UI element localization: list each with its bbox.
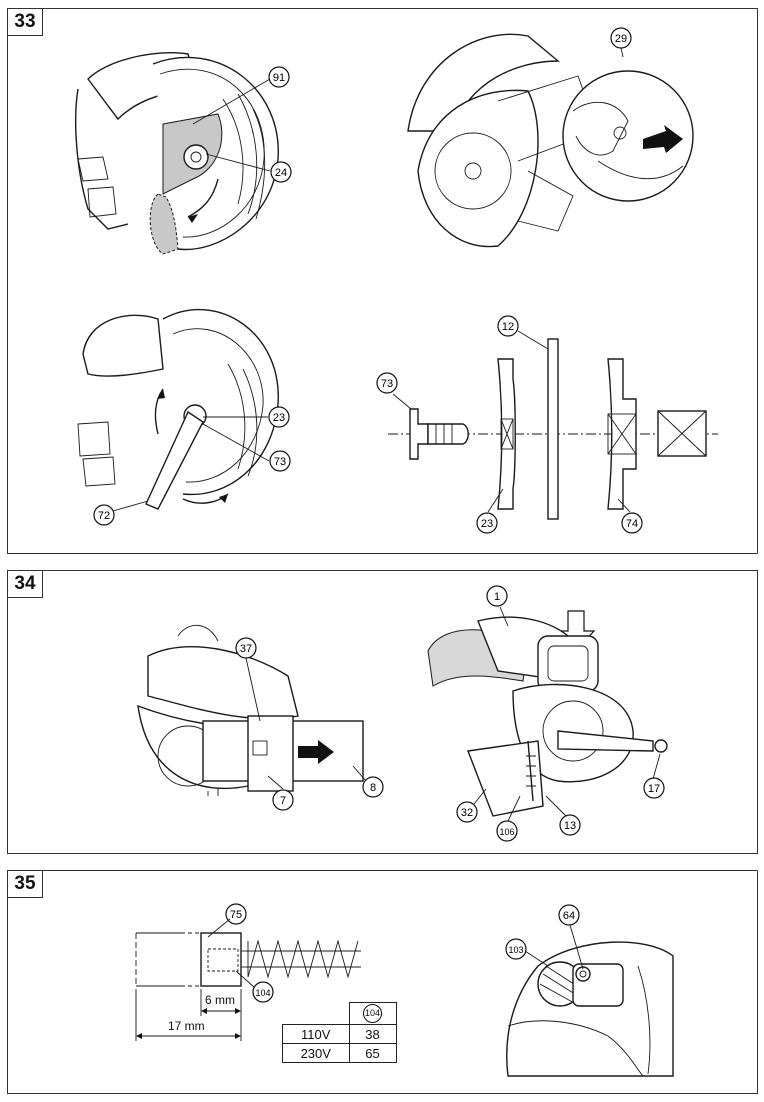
- callout-104: 104: [252, 981, 274, 1003]
- figure-33-panel: 33 91 24: [7, 8, 758, 554]
- callout-73-right: 73: [376, 372, 398, 394]
- callout-72: 72: [93, 504, 115, 526]
- callout-23-right: 23: [476, 512, 498, 534]
- callout-74: 74: [621, 512, 643, 534]
- figure-34-number: 34: [7, 570, 43, 598]
- callout-1: 1: [486, 585, 508, 607]
- callout-8: 8: [362, 776, 384, 798]
- callout-32: 32: [456, 801, 478, 823]
- saw-lowered-illustration: [427, 610, 668, 817]
- leader-lines-34b: [473, 606, 661, 822]
- dimension-6mm: 6 mm: [205, 993, 235, 1007]
- svg-text:17: 17: [648, 783, 660, 795]
- callout-7: 7: [272, 789, 294, 811]
- voltage-cell: 230V: [282, 1043, 350, 1063]
- leader-lines-33d: [392, 330, 631, 513]
- wrench-bolt-illustration: [77, 308, 279, 510]
- leader-lines-35b: [524, 924, 584, 970]
- header-callout-104: 104: [363, 1004, 382, 1023]
- svg-text:104: 104: [255, 988, 270, 998]
- callout-75: 75: [225, 903, 247, 925]
- svg-text:8: 8: [370, 782, 376, 794]
- svg-text:73: 73: [381, 378, 393, 390]
- svg-text:74: 74: [626, 518, 638, 530]
- blade-exploded-diagram: [388, 338, 718, 520]
- svg-text:7: 7: [280, 795, 286, 807]
- svg-text:37: 37: [240, 643, 252, 655]
- dimension-17mm: 17 mm: [168, 1019, 205, 1033]
- callout-17: 17: [643, 777, 665, 799]
- callout-29: 29: [610, 27, 632, 58]
- callout-73-left: 73: [269, 450, 291, 472]
- leader-lines-33c: [112, 416, 270, 512]
- svg-text:29: 29: [615, 33, 627, 45]
- blade-guard-illustration: [75, 52, 279, 255]
- callout-24: 24: [270, 161, 292, 183]
- table-header-row: 104: [283, 1002, 397, 1025]
- value-cell: 65: [348, 1043, 397, 1063]
- callout-91: 91: [268, 66, 290, 88]
- svg-text:91: 91: [273, 72, 285, 84]
- slide-bracket-illustration: [137, 624, 364, 796]
- table-header-104: 104: [348, 1002, 397, 1025]
- figure-35-number: 35: [7, 870, 43, 898]
- figure-34-panel: 34 37 7 8: [7, 570, 758, 854]
- callout-106: 106: [496, 820, 518, 842]
- svg-text:12: 12: [502, 321, 514, 333]
- leader-lines-35a: [207, 918, 255, 988]
- callout-37: 37: [235, 637, 257, 659]
- callout-13: 13: [559, 814, 581, 836]
- carbon-brush-diagram: [135, 932, 361, 1041]
- svg-text:23: 23: [273, 412, 285, 424]
- brush-length-table: 104 110V 38 230V 65: [282, 1002, 397, 1063]
- svg-text:24: 24: [275, 167, 287, 179]
- table-row: 230V 65: [282, 1043, 397, 1063]
- callout-23-left: 23: [268, 406, 290, 428]
- brush-cap-illustration: [506, 941, 674, 1077]
- svg-text:75: 75: [230, 909, 242, 921]
- svg-text:72: 72: [98, 510, 110, 522]
- svg-text:106: 106: [499, 827, 514, 837]
- callout-12: 12: [497, 315, 519, 337]
- svg-text:64: 64: [563, 910, 575, 922]
- svg-text:73: 73: [274, 456, 286, 468]
- leader-lines-34a: [245, 657, 367, 790]
- figure-35-panel: 35 6 mm 17 mm 75 104: [7, 870, 758, 1094]
- svg-text:1: 1: [494, 591, 500, 603]
- svg-text:13: 13: [564, 820, 576, 832]
- table-row: 110V 38: [282, 1024, 397, 1044]
- callout-64: 64: [558, 904, 580, 926]
- svg-text:32: 32: [461, 807, 473, 819]
- figure-33-number: 33: [7, 8, 43, 36]
- svg-text:23: 23: [481, 518, 493, 530]
- svg-text:103: 103: [508, 945, 523, 955]
- callout-103: 103: [505, 938, 527, 960]
- leader-lines-33a: [192, 78, 271, 172]
- shaft-lock-illustration: [407, 33, 694, 248]
